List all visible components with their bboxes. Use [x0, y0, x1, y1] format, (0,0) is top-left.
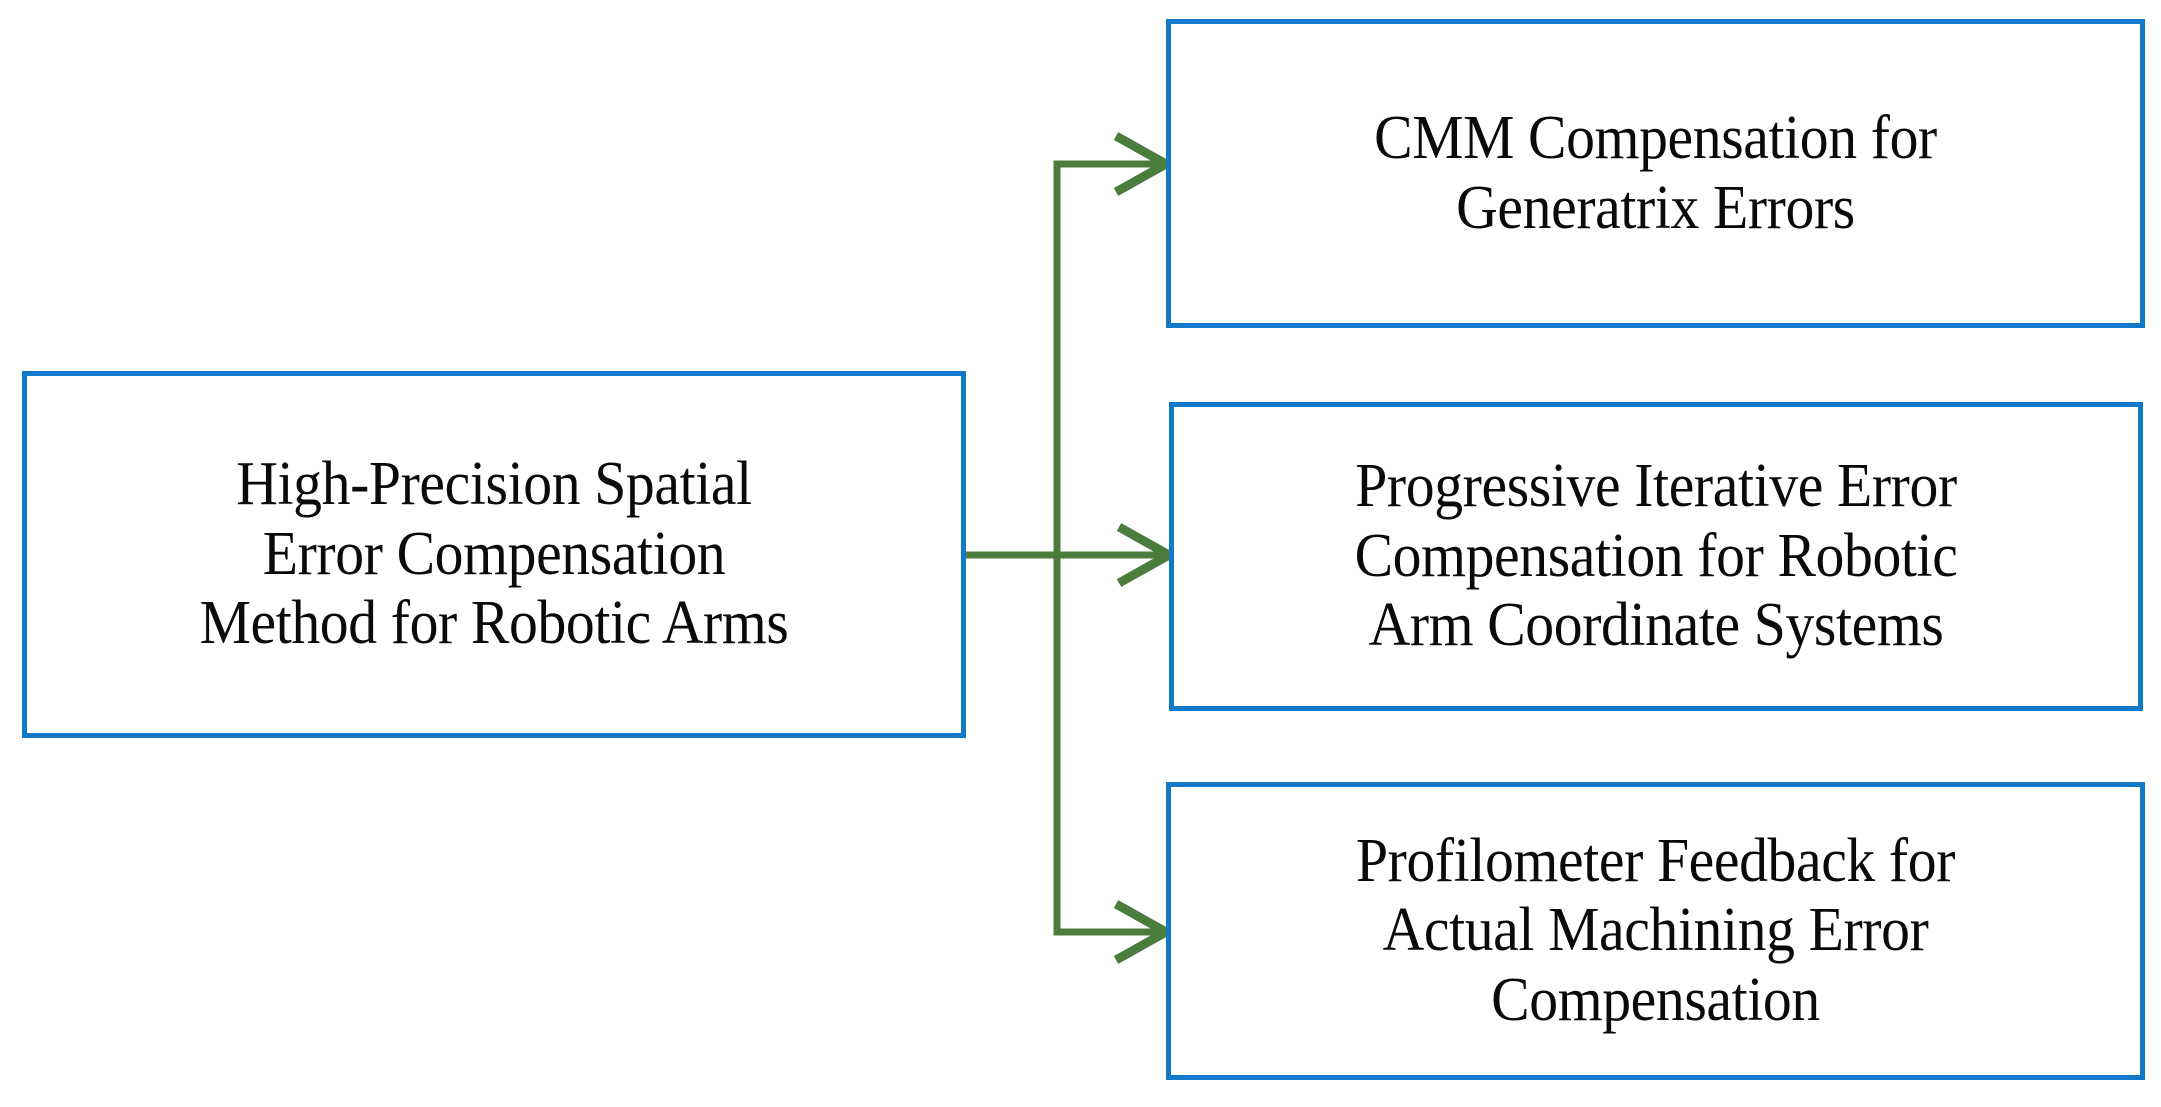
node-branch-2-label: Profilometer Feedback for Actual Machini… [1355, 826, 1956, 1034]
node-branch-progressive-iterative[interactable]: Progressive Iterative Error Compensation… [1169, 402, 2143, 711]
node-root[interactable]: High-Precision Spatial Error Compensatio… [22, 371, 966, 738]
arrowhead-2 [1113, 900, 1176, 964]
arrowhead-0 [1113, 132, 1176, 196]
node-branch-0-label: CMM Compensation for Generatrix Errors [1374, 104, 1937, 242]
connector-path-2 [1053, 555, 1160, 936]
connector-root-to-branch-1 [963, 523, 1179, 587]
node-branch-1-label: Progressive Iterative Error Compensation… [1354, 452, 1958, 660]
arrowhead-1 [1116, 523, 1179, 587]
connector-path-0 [1053, 160, 1160, 555]
node-root-label: High-Precision Spatial Error Compensatio… [199, 450, 789, 658]
node-branch-cmm-compensation[interactable]: CMM Compensation for Generatrix Errors [1166, 19, 2145, 328]
node-branch-profilometer-feedback[interactable]: Profilometer Feedback for Actual Machini… [1166, 782, 2145, 1080]
connector-root-to-branch-0 [1053, 132, 1176, 555]
connector-root-to-branch-2 [1053, 555, 1176, 964]
